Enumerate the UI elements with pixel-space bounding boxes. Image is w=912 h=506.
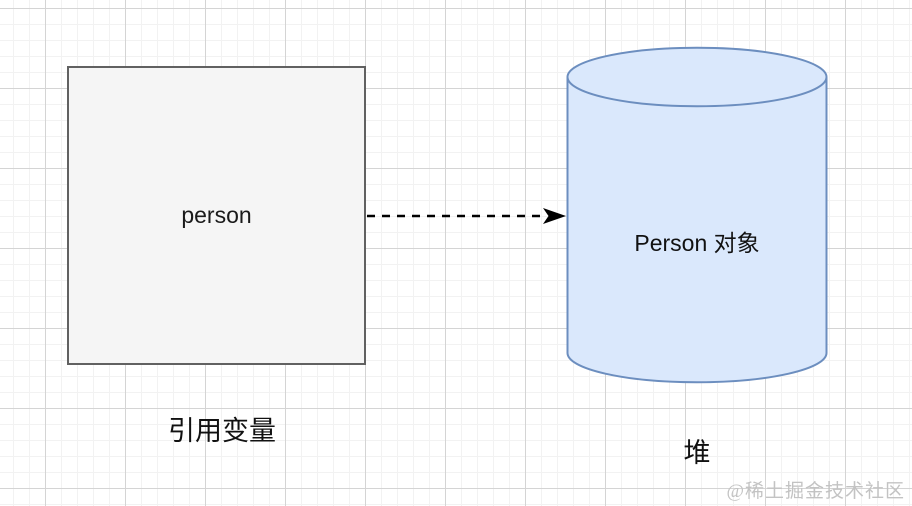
person-variable-label: person — [181, 202, 252, 228]
cylinder-body — [566, 46, 828, 384]
arrow-head-icon — [543, 208, 566, 224]
cylinder-top-rim — [566, 76, 828, 108]
reference-variable-caption: 引用变量 — [168, 416, 276, 446]
heap-cylinder-node: Person 对象 — [566, 46, 828, 384]
person-variable-node: person — [67, 66, 366, 365]
cylinder-shape — [566, 46, 828, 384]
juejin-watermark: @稀土掘金技术社区 — [726, 481, 905, 502]
heap-caption: 堆 — [683, 438, 711, 468]
dashed-arrow-connector — [367, 208, 566, 224]
heap-cylinder-label: Person 对象 — [634, 230, 760, 256]
